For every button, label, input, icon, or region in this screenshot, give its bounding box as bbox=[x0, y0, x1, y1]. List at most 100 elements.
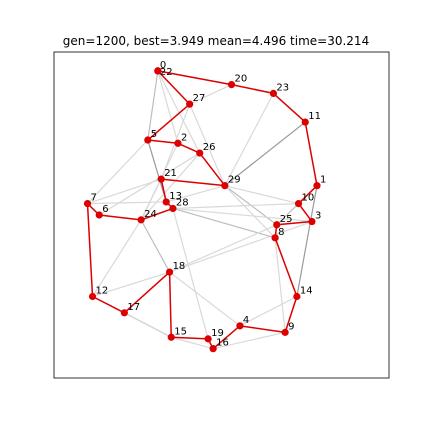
node-label-4: 4 bbox=[243, 315, 249, 326]
node-28 bbox=[169, 204, 177, 213]
axes-frame bbox=[53, 51, 390, 379]
route-edge-12-7 bbox=[86, 202, 94, 298]
population-edge-22-26 bbox=[157, 70, 201, 154]
node-label-25: 25 bbox=[280, 214, 293, 225]
route-edge-19-15 bbox=[170, 336, 209, 340]
population-edge-21-24 bbox=[140, 178, 162, 221]
node-label-22: 22 bbox=[160, 67, 173, 78]
route-edge-20-23 bbox=[230, 83, 275, 95]
best-route bbox=[86, 70, 318, 350]
population-edge-18-25 bbox=[169, 224, 278, 273]
node-4 bbox=[236, 322, 244, 330]
route-edge-3-25 bbox=[276, 220, 313, 226]
node-label-0: 0 bbox=[160, 60, 166, 71]
node-label-28: 28 bbox=[176, 197, 189, 208]
population-edge-10-25 bbox=[276, 203, 299, 226]
population-edge-18-12 bbox=[92, 271, 170, 298]
population-edge-27-29 bbox=[189, 103, 226, 186]
route-edge-6-24 bbox=[98, 214, 142, 221]
population-edge-0-2 bbox=[157, 70, 179, 144]
population-edge-7-13 bbox=[87, 201, 167, 205]
node-10 bbox=[294, 199, 303, 208]
node-5 bbox=[144, 136, 152, 144]
node-18 bbox=[165, 268, 174, 276]
node-20 bbox=[227, 81, 236, 89]
node-label-21: 21 bbox=[164, 168, 177, 179]
node-16 bbox=[209, 345, 217, 353]
node-14 bbox=[293, 292, 301, 301]
population-edge-24-18 bbox=[140, 219, 171, 273]
node-label-7: 7 bbox=[91, 193, 97, 204]
population-edge-4-14 bbox=[239, 295, 298, 327]
node-15 bbox=[167, 333, 175, 341]
population-edges bbox=[87, 70, 318, 350]
node-label-18: 18 bbox=[173, 261, 186, 272]
population-edge-27-20 bbox=[189, 84, 232, 105]
node-29 bbox=[221, 182, 229, 190]
population-edge-0-5 bbox=[147, 70, 159, 141]
node-8 bbox=[271, 234, 279, 242]
route-edge-10-3 bbox=[297, 202, 313, 223]
node-label-8: 8 bbox=[278, 227, 284, 238]
population-edge-28-19 bbox=[172, 208, 209, 340]
node-label-27: 27 bbox=[193, 93, 206, 104]
population-edge-21-7 bbox=[87, 178, 162, 205]
route-edge-17-12 bbox=[91, 295, 126, 314]
population-edge-10-28 bbox=[172, 202, 299, 210]
node-25 bbox=[273, 221, 281, 229]
node-17 bbox=[120, 309, 128, 317]
route-edge-18-17 bbox=[123, 271, 171, 314]
population-edge-5-7 bbox=[87, 139, 149, 205]
route-edge-26-2 bbox=[177, 142, 201, 154]
node-label-24: 24 bbox=[144, 209, 157, 220]
node-label-5: 5 bbox=[151, 129, 157, 140]
node-label-10: 10 bbox=[302, 193, 315, 204]
route-edge-27-22 bbox=[157, 70, 191, 105]
node-label-16: 16 bbox=[216, 338, 229, 349]
route-edge-9-4 bbox=[239, 325, 286, 334]
node-label-1: 1 bbox=[320, 175, 326, 186]
route-edge-24-28 bbox=[140, 207, 174, 221]
population-edge-29-10 bbox=[224, 185, 299, 205]
route-edge-1-10 bbox=[297, 184, 318, 205]
node-label-17: 17 bbox=[127, 302, 140, 313]
node-label-12: 12 bbox=[96, 286, 109, 297]
route-edge-5-27 bbox=[147, 103, 191, 141]
node-label-20: 20 bbox=[235, 74, 248, 85]
population-edge-26-24 bbox=[140, 152, 201, 221]
route-edge-21-29 bbox=[160, 178, 226, 187]
node-label-11: 11 bbox=[308, 111, 321, 122]
population-edge-11-29 bbox=[224, 121, 306, 187]
node-6 bbox=[95, 211, 103, 219]
route-edge-0-20 bbox=[157, 70, 233, 86]
node-label-14: 14 bbox=[300, 286, 313, 297]
route-edge-13-21 bbox=[160, 178, 167, 203]
node-13 bbox=[162, 198, 170, 206]
population-edge-26-6 bbox=[98, 152, 201, 216]
population-edge-23-29 bbox=[224, 93, 274, 186]
node-27 bbox=[186, 100, 194, 108]
population-edge-8-9 bbox=[274, 237, 286, 333]
nodes bbox=[83, 67, 321, 353]
node-1 bbox=[313, 182, 321, 190]
population-edge-5-13 bbox=[147, 139, 167, 203]
node-3 bbox=[308, 217, 316, 226]
route-edge-29-26 bbox=[198, 152, 226, 187]
node-23 bbox=[269, 89, 278, 98]
chart-title: gen=1200, best=3.949 mean=4.496 time=30.… bbox=[62, 34, 370, 48]
population-edge-3-28 bbox=[172, 207, 313, 223]
population-edge-1-14 bbox=[296, 185, 318, 297]
node-label-15: 15 bbox=[174, 326, 187, 337]
route-edge-2-5 bbox=[147, 139, 179, 145]
node-label-19: 19 bbox=[211, 328, 224, 339]
population-edge-16-9 bbox=[212, 331, 286, 350]
node-label-13: 13 bbox=[169, 191, 182, 202]
node-21 bbox=[157, 175, 165, 183]
route-edge-8-14 bbox=[274, 237, 298, 298]
node-label-26: 26 bbox=[203, 142, 216, 153]
node-2 bbox=[174, 139, 182, 147]
route-edge-23-11 bbox=[272, 92, 306, 123]
